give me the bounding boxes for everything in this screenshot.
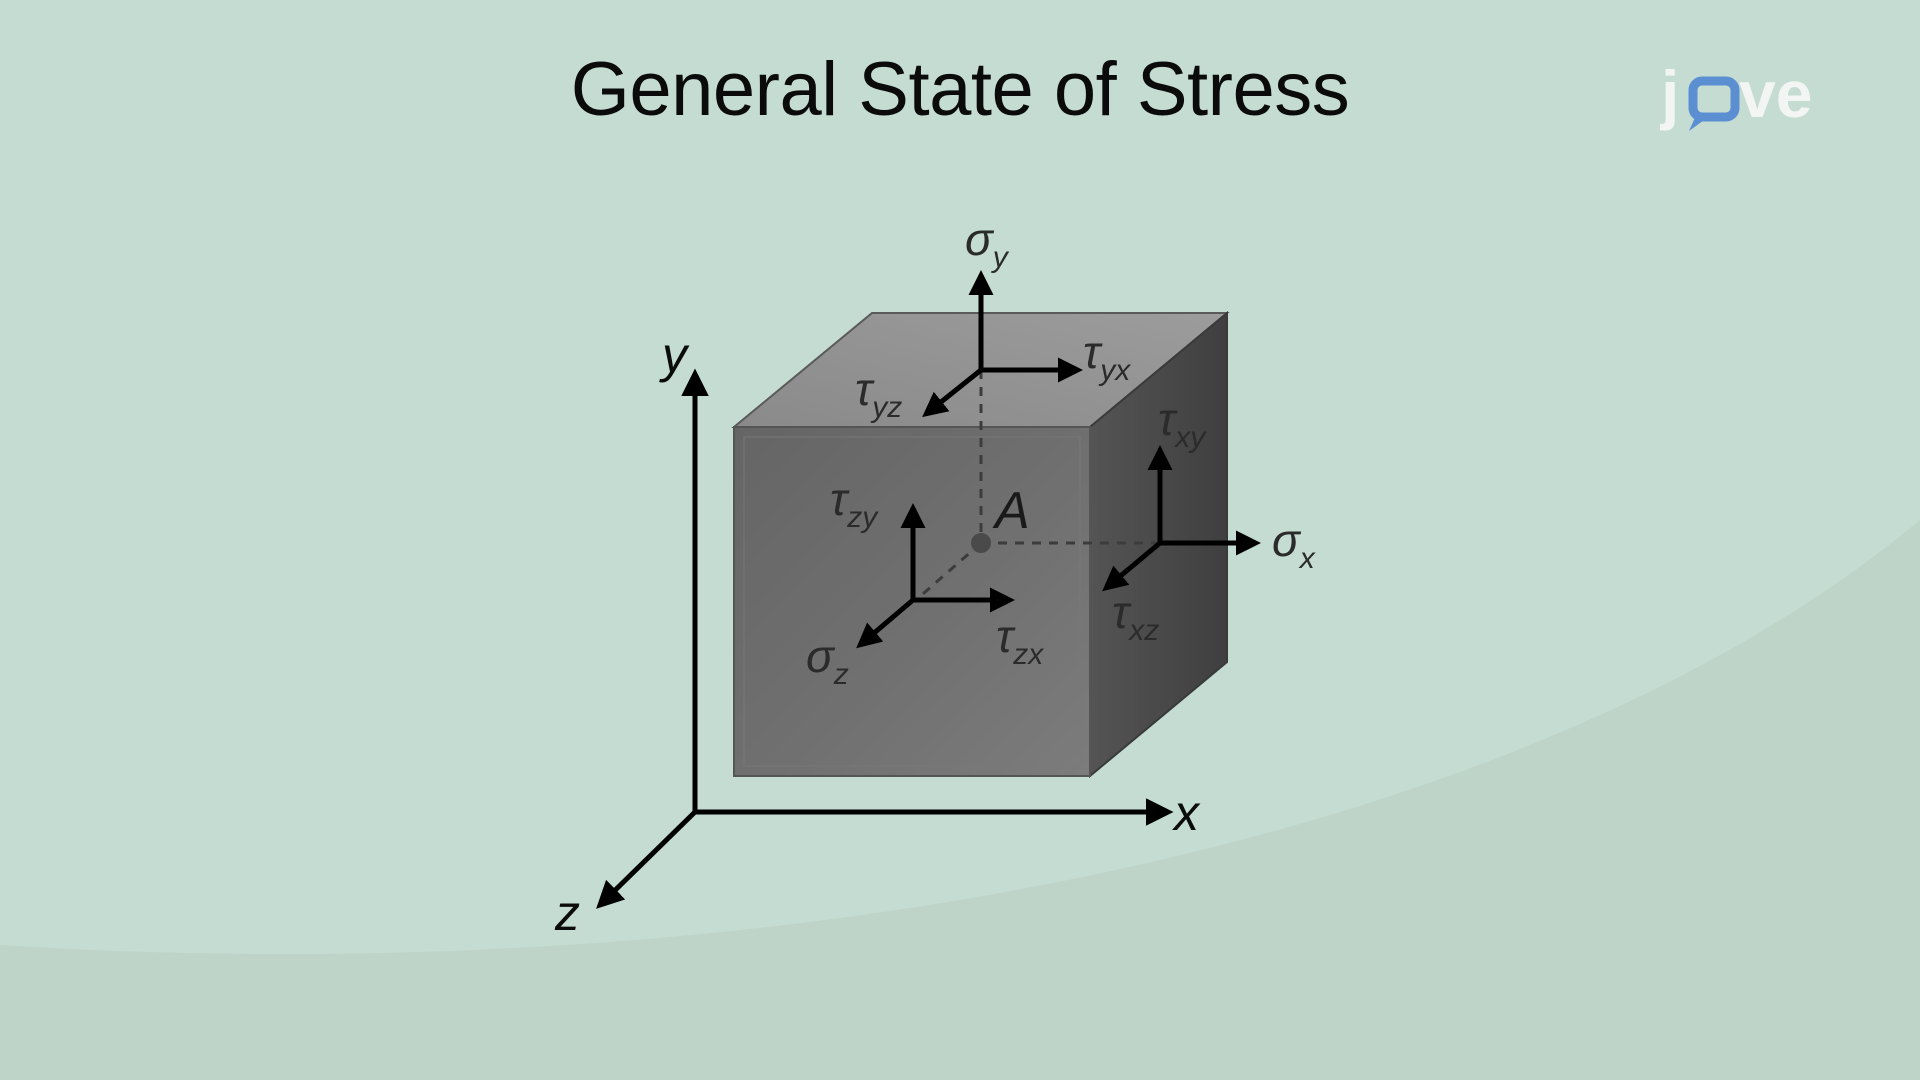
label-tau-yz: τyz	[855, 363, 902, 424]
label-sigma-x: σx	[1272, 514, 1316, 575]
background-lower-curve	[0, 520, 1920, 1080]
y-axis-label: y	[659, 327, 690, 383]
z-axis-label: z	[554, 885, 580, 941]
logo-letters-ve: ve	[1739, 57, 1812, 131]
point-a-label: A	[992, 482, 1030, 540]
label-tau-yx: τyx	[1083, 326, 1131, 387]
x-axis-label: x	[1172, 785, 1201, 841]
dashed-line-diagonal	[915, 541, 982, 602]
coordinate-axes	[596, 368, 1174, 909]
label-sigma-z: σz	[806, 630, 849, 691]
point-a-dot	[971, 533, 991, 553]
projection-lines	[915, 370, 1160, 602]
label-tau-zx: τzx	[996, 610, 1044, 671]
label-sigma-y: σy	[965, 213, 1010, 274]
cube-front-inner-edge	[743, 436, 1081, 767]
label-tau-xy: τxy	[1158, 393, 1207, 454]
jove-logo: j ve	[1659, 57, 1812, 131]
label-tau-zy: τzy	[830, 473, 879, 534]
arrow-sigma-z	[856, 598, 915, 649]
stress-arrows	[856, 270, 1261, 649]
arrow-tau-yz	[922, 368, 983, 418]
page-title: General State of Stress	[570, 47, 1350, 132]
arrow-tau-xz	[1102, 541, 1162, 592]
z-axis	[596, 810, 697, 909]
logo-letter-j: j	[1659, 57, 1679, 131]
speech-bubble-o-icon	[1688, 76, 1740, 131]
label-tau-xz: τxz	[1112, 586, 1159, 647]
stress-labels: σy τyx τyz τxy σx τxz τzy τzx σz	[806, 213, 1316, 691]
